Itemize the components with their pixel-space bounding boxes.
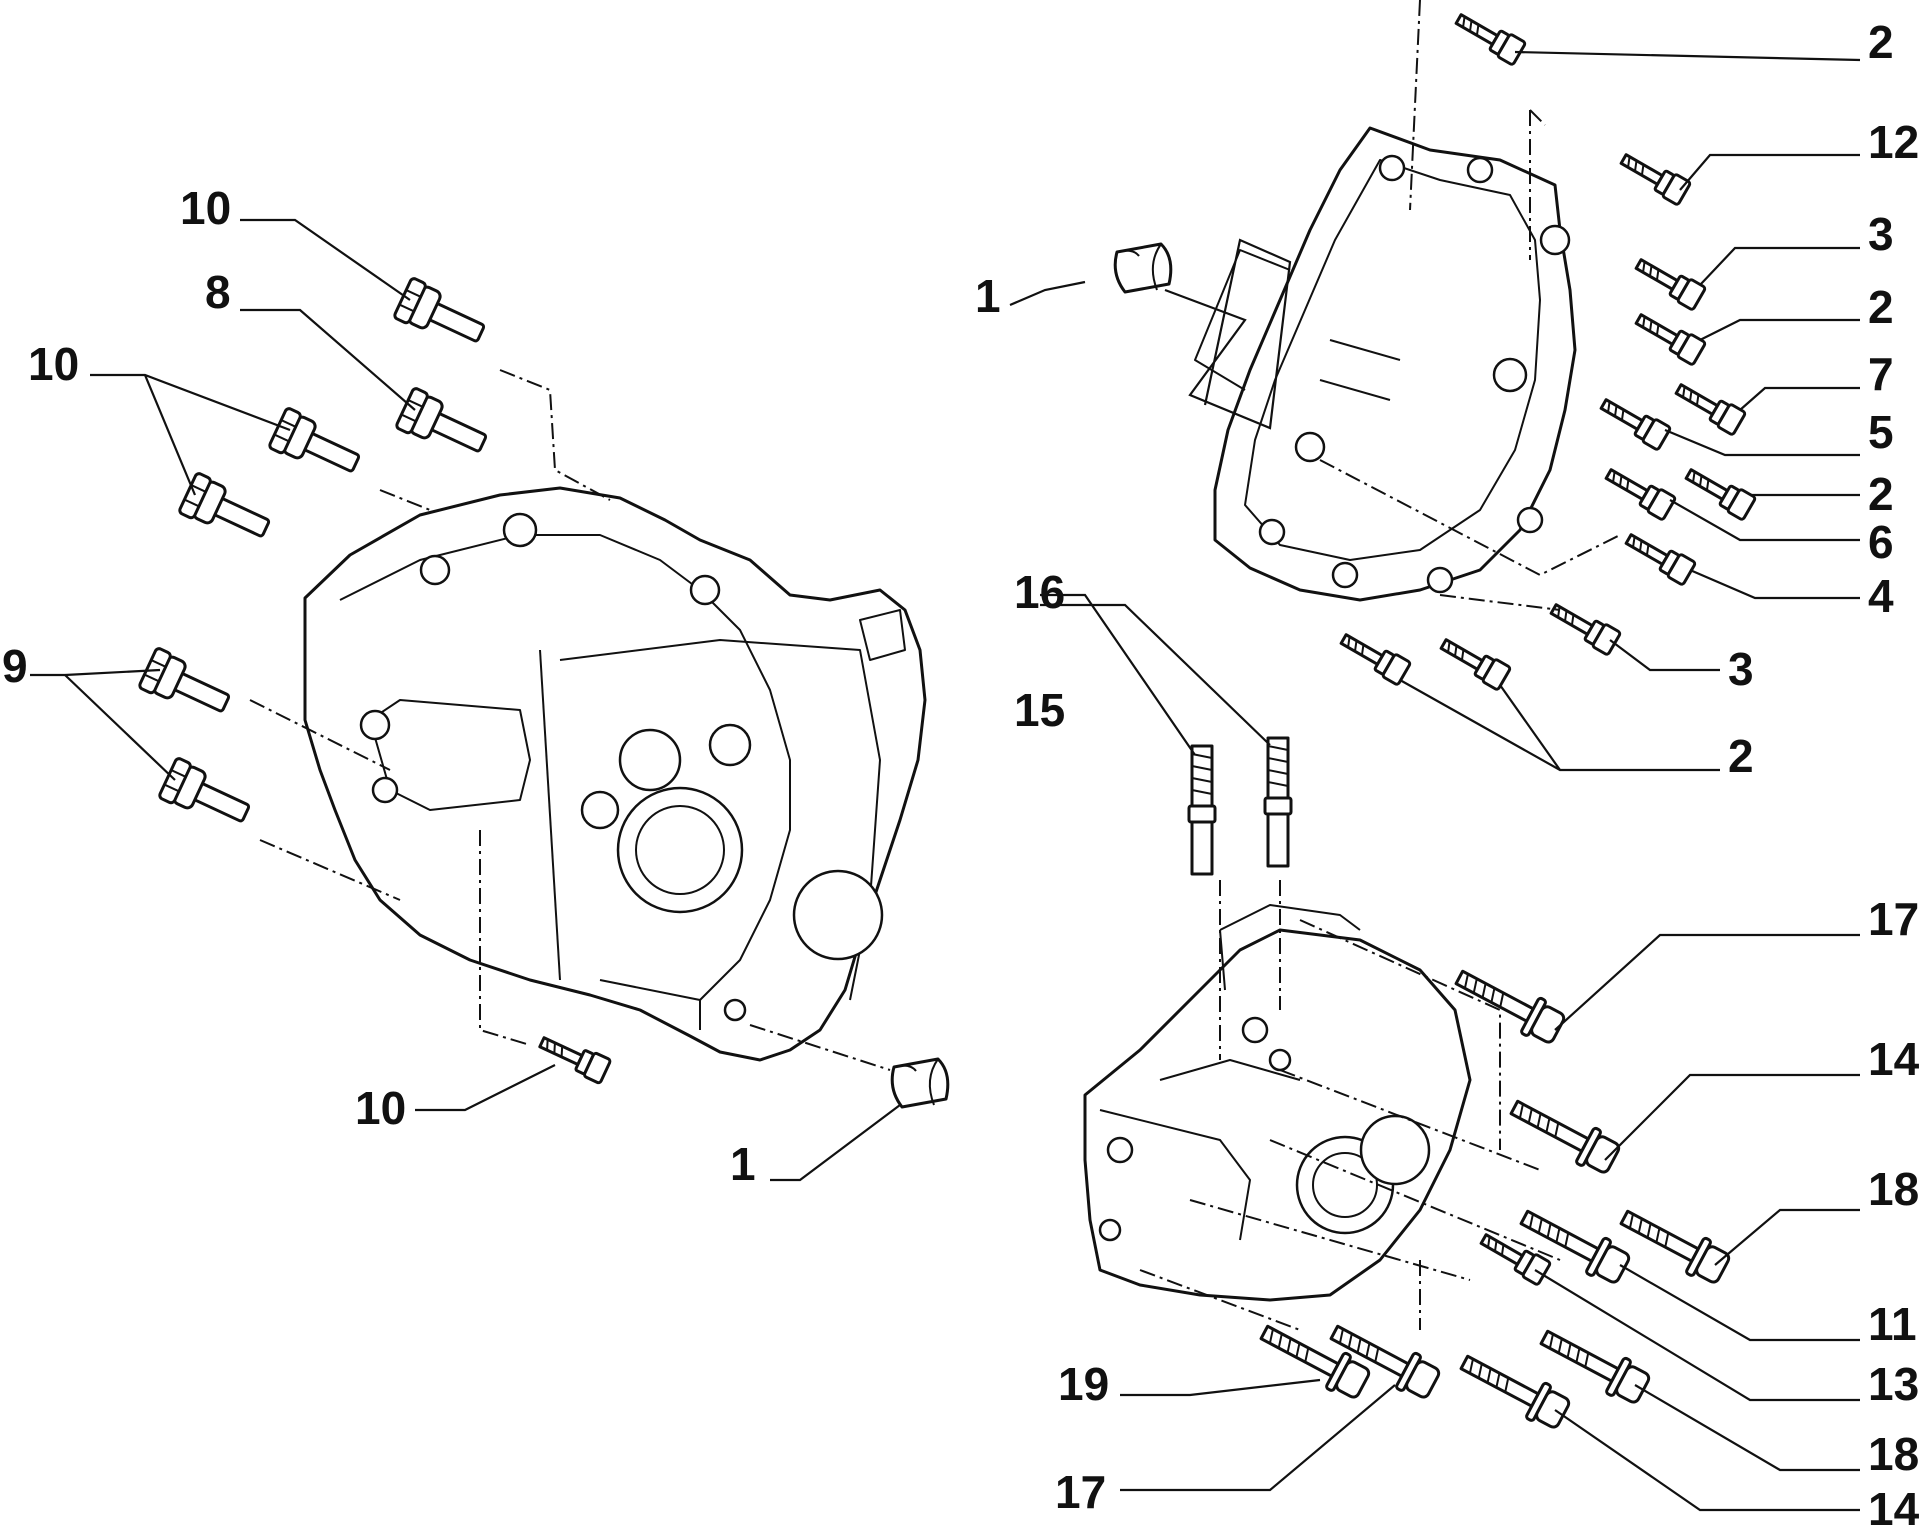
callout-5: 5 bbox=[1868, 406, 1894, 458]
gearbox-housing-left bbox=[303, 486, 927, 1062]
gearbox-end-cover bbox=[1194, 126, 1577, 602]
assembly-axis-lines bbox=[249, 0, 1621, 1331]
bolt-5 bbox=[1595, 391, 1673, 452]
dowel-sleeve-upper bbox=[1113, 242, 1173, 294]
bolt-12 bbox=[1615, 146, 1693, 207]
dowel-sleeve-lower bbox=[890, 1057, 950, 1109]
bolt-10-bottom bbox=[534, 1028, 613, 1086]
bolt-14-right bbox=[1503, 1088, 1625, 1180]
callout-14-lower: 14 bbox=[1868, 1483, 1920, 1526]
bolt-10-b bbox=[177, 470, 277, 551]
bolt-10-top bbox=[392, 275, 492, 356]
callout-15: 15 bbox=[1014, 684, 1065, 736]
callout-11: 11 bbox=[1868, 1298, 1917, 1350]
callout-19: 19 bbox=[1058, 1358, 1109, 1410]
gearbox-rear-housing bbox=[1083, 904, 1472, 1302]
bolt-6 bbox=[1600, 461, 1678, 522]
callout-1-upper: 1 bbox=[975, 270, 1001, 322]
callout-14-right: 14 bbox=[1868, 1033, 1920, 1085]
stud-15 bbox=[1187, 744, 1217, 876]
bolt-13 bbox=[1475, 1226, 1553, 1287]
bolt-14-lower bbox=[1453, 1343, 1575, 1435]
callout-leader-lines bbox=[30, 50, 1861, 1512]
callout-18-lower: 18 bbox=[1868, 1428, 1919, 1480]
callout-2-right-b: 2 bbox=[1868, 468, 1894, 520]
callout-10-bottom: 10 bbox=[355, 1082, 406, 1134]
callout-labels: 2 12 3 2 7 5 2 6 4 3 2 1 10 8 10 9 10 1 … bbox=[2, 16, 1920, 1526]
callout-17-right: 17 bbox=[1868, 893, 1919, 945]
bolt-3 bbox=[1630, 251, 1708, 312]
stud-16 bbox=[1263, 736, 1293, 868]
callout-1-lower: 1 bbox=[730, 1138, 756, 1190]
bolt-3-lower bbox=[1545, 596, 1623, 657]
bolt-8 bbox=[394, 385, 494, 466]
bolt-2-b bbox=[1680, 461, 1758, 522]
callout-16: 16 bbox=[1014, 566, 1065, 618]
callout-6: 6 bbox=[1868, 516, 1894, 568]
bolt-7 bbox=[1670, 376, 1748, 437]
callout-3: 3 bbox=[1868, 208, 1894, 260]
bolt-19 bbox=[1253, 1313, 1375, 1405]
bolt-17-right bbox=[1448, 958, 1570, 1050]
callout-18-right: 18 bbox=[1868, 1163, 1919, 1215]
callout-2-right-a: 2 bbox=[1868, 281, 1894, 333]
callout-10-left: 10 bbox=[28, 338, 79, 390]
bolt-2-lower-a bbox=[1335, 626, 1413, 687]
bolt-2-a bbox=[1630, 306, 1708, 367]
callout-12: 12 bbox=[1868, 116, 1919, 168]
callout-8: 8 bbox=[205, 266, 231, 318]
bolt-2-top bbox=[1450, 6, 1528, 67]
callout-2-lower: 2 bbox=[1728, 730, 1754, 782]
bolt-9-a bbox=[137, 645, 237, 726]
bolt-4 bbox=[1620, 526, 1698, 587]
bolt-10-a bbox=[267, 405, 367, 486]
callout-17-lower: 17 bbox=[1055, 1466, 1106, 1518]
callout-9: 9 bbox=[2, 640, 28, 692]
callout-13: 13 bbox=[1868, 1358, 1919, 1410]
callout-7: 7 bbox=[1868, 348, 1894, 400]
bolt-9-b bbox=[157, 755, 257, 836]
callout-3-lower: 3 bbox=[1728, 643, 1754, 695]
bolt-18-right bbox=[1613, 1198, 1735, 1290]
callout-10-top: 10 bbox=[180, 182, 231, 234]
callout-2-top: 2 bbox=[1868, 16, 1894, 68]
callout-4: 4 bbox=[1868, 570, 1894, 622]
bolt-2-lower-b bbox=[1435, 631, 1513, 692]
